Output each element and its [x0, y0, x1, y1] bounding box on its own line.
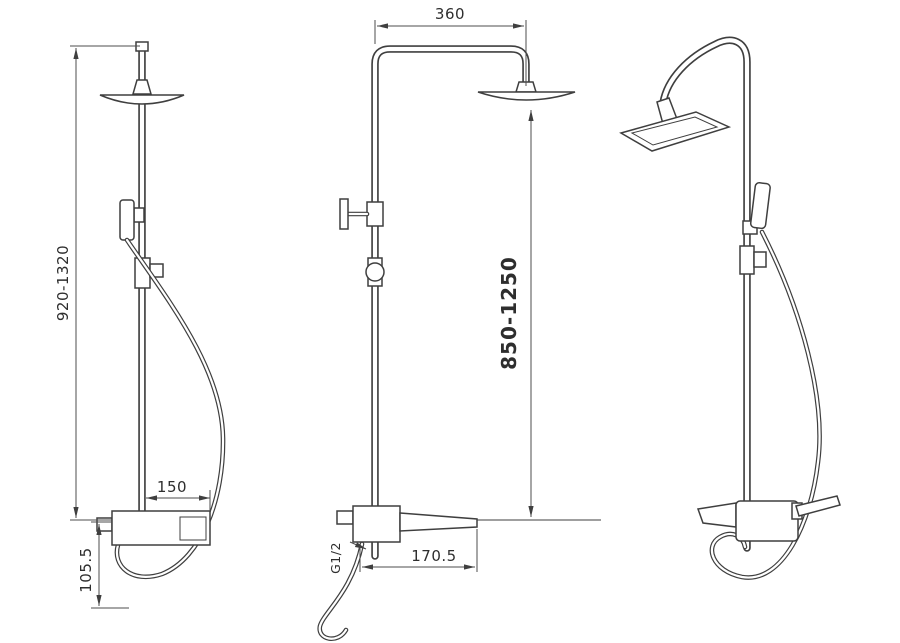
shower-hose-inner: [115, 238, 225, 578]
mixer-spout-front: [399, 512, 478, 532]
front-view: 360 850-1250 G1/2 170.5: [317, 5, 601, 641]
hose-loop-front-inner: [318, 542, 364, 640]
slider-knob-perspective: [753, 251, 767, 268]
slider-sleeve-perspective: [739, 245, 755, 275]
handshower-holder: [133, 207, 145, 223]
dim-label-riser-height: 850-1250: [497, 256, 521, 370]
overhead-shower-perspective: [619, 111, 732, 152]
hand-shower: [119, 199, 135, 241]
head-connector-cone: [132, 79, 152, 95]
dim-label-base-offset: 105.5: [77, 547, 95, 592]
overhead-shower-face-line: [630, 116, 719, 146]
diverter-sleeve: [366, 201, 384, 227]
dim-label-arm-width: 360: [435, 5, 465, 23]
dim-label-overall-height: 920-1320: [54, 245, 72, 321]
perspective-view: [619, 36, 841, 580]
hand-shower-perspective: [749, 182, 771, 230]
shower-hose-perspective-inner: [710, 230, 821, 579]
overhead-shower-side: [99, 94, 185, 105]
mixer-body-perspective: [735, 500, 799, 542]
mixer-handle-front: [336, 510, 354, 525]
riser-and-arm-inner: [372, 46, 529, 559]
riser-gooseneck-inner: [660, 38, 750, 551]
mixer-spout-perspective: [696, 502, 737, 528]
dim-label-mixer-reach: 150: [157, 478, 187, 496]
mixer-face-plate: [179, 516, 207, 541]
dim-label-thread: G1/2: [328, 542, 343, 574]
side-view: 920-1320 150 105.5: [54, 41, 226, 609]
dim-label-spout-reach: 170.5: [411, 547, 456, 565]
leader-line-thread: [349, 541, 367, 550]
hand-shower-body: [749, 182, 771, 230]
mixer-body-front: [352, 505, 401, 543]
overhead-shower-front: [477, 91, 576, 101]
diverter-handle: [339, 198, 349, 230]
mixer-handle-lever: [795, 495, 841, 517]
slider-knob-front: [365, 262, 385, 282]
